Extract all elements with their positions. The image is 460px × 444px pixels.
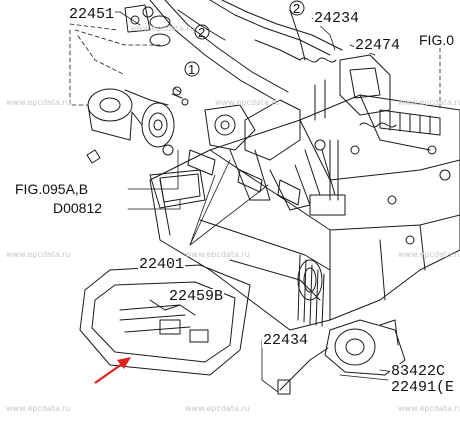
watermark: www.epcdata.ru [185,250,250,259]
part-label-83422c[interactable]: 83422C [390,363,447,380]
fig-reference-fig0[interactable]: FIG.0 [418,32,456,48]
part-label-22491[interactable]: 22491(E [390,379,456,396]
part-label-22401[interactable]: 22401 [138,256,186,273]
callout-2-top: 2 [293,1,300,16]
red-arrow-indicator [94,357,131,384]
watermark: www.epcdata.ru [6,404,71,413]
callout-2-upper: 2 [198,25,205,40]
fig-reference-fig095ab[interactable]: FIG.095A,B [14,181,90,197]
watermark: www.epcdata.ru [6,98,71,107]
watermark: www.epcdata.ru [130,24,195,33]
alternator-drawing [86,4,206,209]
callout-1: 1 [188,62,195,77]
watermark: www.epcdata.ru [185,404,250,413]
engine-block-drawing [149,54,460,331]
part-label-22451[interactable]: 22451 [68,6,116,23]
part-label-22434[interactable]: 22434 [262,332,310,349]
watermark: www.epcdata.ru [398,98,460,107]
watermark: www.epcdata.ru [215,98,280,107]
part-label-24234[interactable]: 24234 [313,10,361,27]
watermark: www.epcdata.ru [398,404,460,413]
part-label-22459b[interactable]: 22459B [168,288,225,305]
watermark: www.epcdata.ru [398,250,460,259]
reference-d00812[interactable]: D00812 [52,200,104,216]
hose-assembly-drawing [142,0,343,101]
callout-markers [184,0,305,77]
part-label-22474[interactable]: 22474 [354,37,402,54]
watermark: www.epcdata.ru [6,250,71,259]
intake-cover-drawing [79,264,251,376]
